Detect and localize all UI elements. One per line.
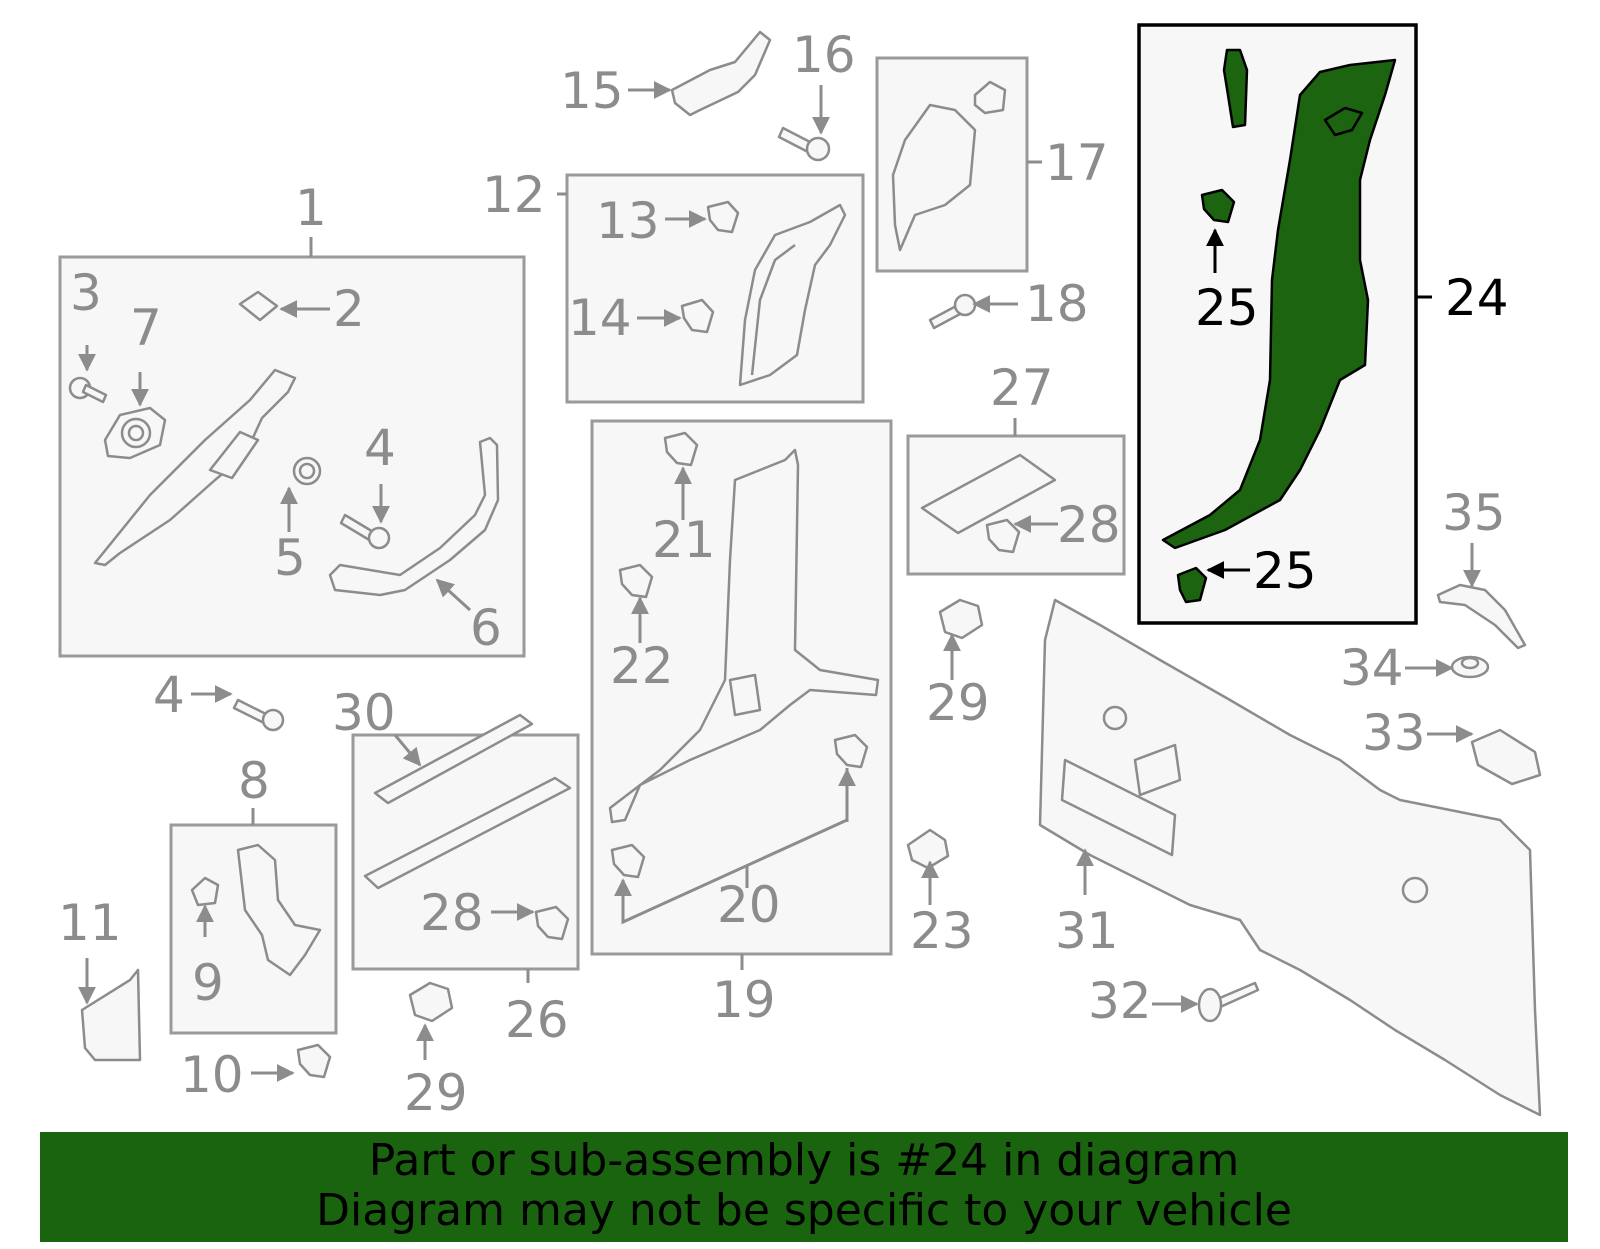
part-3-screw[interactable] <box>68 376 108 404</box>
part-24-c-pillar-trim[interactable] <box>1161 48 1397 550</box>
part-25-clip-upper[interactable] <box>1200 188 1236 224</box>
callout-4: 4 <box>364 419 396 477</box>
callout-31: 31 <box>1055 902 1119 960</box>
part-8-trim[interactable] <box>236 843 322 977</box>
part-5-clip[interactable] <box>292 456 322 486</box>
part-18-screw[interactable] <box>928 293 977 330</box>
callout-29-a: 29 <box>926 674 990 732</box>
callout-14: 14 <box>568 289 632 347</box>
callout-33: 33 <box>1362 704 1426 762</box>
part-23-clip[interactable] <box>906 828 950 870</box>
part-32-push-pin[interactable] <box>1197 981 1260 1023</box>
part-17-bracket[interactable] <box>891 80 1007 252</box>
callout-10: 10 <box>180 1046 244 1104</box>
part-20-b-pillar-trim[interactable] <box>608 448 880 824</box>
part-1-pillar-trim[interactable] <box>93 368 297 567</box>
callout-4-standalone: 4 <box>153 666 185 724</box>
part-6-grab-handle[interactable] <box>328 436 500 597</box>
callout-5: 5 <box>274 529 306 587</box>
callout-32: 32 <box>1088 972 1152 1030</box>
part-35-bracket[interactable] <box>1436 583 1527 650</box>
part-31-panel[interactable] <box>1038 598 1542 1117</box>
part-29-clip-b[interactable] <box>408 981 454 1023</box>
part-4-screw[interactable] <box>339 513 391 550</box>
part-25-clip-lower[interactable] <box>1176 566 1208 604</box>
callout-26: 26 <box>505 991 569 1049</box>
part-21-clip[interactable] <box>663 431 699 467</box>
callout-28-b: 28 <box>420 884 484 942</box>
callout-7: 7 <box>130 299 162 357</box>
banner-line-1: Part or sub-assembly is #24 in diagram <box>368 1135 1240 1186</box>
part-27-pad[interactable] <box>920 453 1057 535</box>
part-29-clip-a[interactable] <box>938 598 984 640</box>
part-34-nut[interactable] <box>1450 655 1490 679</box>
callout-34: 34 <box>1340 639 1404 697</box>
part-15-bracket[interactable] <box>670 30 772 117</box>
part-33-cover[interactable] <box>1470 728 1542 786</box>
part-4-screw-standalone[interactable] <box>232 698 285 732</box>
callout-35: 35 <box>1442 484 1506 542</box>
callout-27: 27 <box>990 359 1054 417</box>
part-14-clip[interactable] <box>680 298 715 334</box>
callout-20: 20 <box>717 876 781 934</box>
callout-18: 18 <box>1025 275 1089 333</box>
callout-28-a: 28 <box>1057 496 1121 554</box>
part-2-clip[interactable] <box>238 290 279 322</box>
part-10-clip[interactable] <box>296 1043 332 1079</box>
callout-2: 2 <box>333 280 365 338</box>
part-28-clip-b[interactable] <box>534 905 570 941</box>
callout-16: 16 <box>792 26 856 84</box>
part-30-strip[interactable] <box>373 713 534 805</box>
part-9-clip[interactable] <box>190 876 220 907</box>
callout-23: 23 <box>910 902 974 960</box>
callout-24: 24 <box>1445 269 1509 327</box>
callout-15: 15 <box>560 62 624 120</box>
callout-17: 17 <box>1045 134 1109 192</box>
leader-lines <box>78 81 1481 1082</box>
callout-21: 21 <box>652 511 716 569</box>
part-20-clip-left[interactable] <box>610 843 646 879</box>
banner-line-2: Diagram may not be specific to your vehi… <box>316 1185 1292 1236</box>
part-16-bolt[interactable] <box>777 126 831 162</box>
callout-3: 3 <box>70 264 102 322</box>
part-7-speaker[interactable] <box>103 406 167 460</box>
callout-19: 19 <box>712 971 776 1029</box>
part-11-bracket[interactable] <box>80 968 142 1062</box>
part-20-clip-right[interactable] <box>833 733 869 769</box>
callout-12: 12 <box>482 166 546 224</box>
part-12-trim[interactable] <box>738 203 847 387</box>
callout-1: 1 <box>295 179 327 237</box>
callout-9: 9 <box>192 954 224 1012</box>
callout-22: 22 <box>610 637 674 695</box>
callout-13: 13 <box>596 192 660 250</box>
part-13-clip[interactable] <box>706 200 740 234</box>
callout-11: 11 <box>58 894 122 952</box>
callout-8: 8 <box>238 752 270 810</box>
highlight-banner: Part or sub-assembly is #24 in diagram D… <box>40 1132 1568 1242</box>
callout-29-b: 29 <box>404 1064 468 1122</box>
callout-25-lower: 25 <box>1253 542 1317 600</box>
part-26-sill-plate[interactable] <box>363 776 572 890</box>
part-28-clip-a[interactable] <box>985 518 1021 554</box>
callout-6: 6 <box>470 599 502 657</box>
callout-25-upper: 25 <box>1195 279 1259 337</box>
callout-30: 30 <box>332 684 396 742</box>
